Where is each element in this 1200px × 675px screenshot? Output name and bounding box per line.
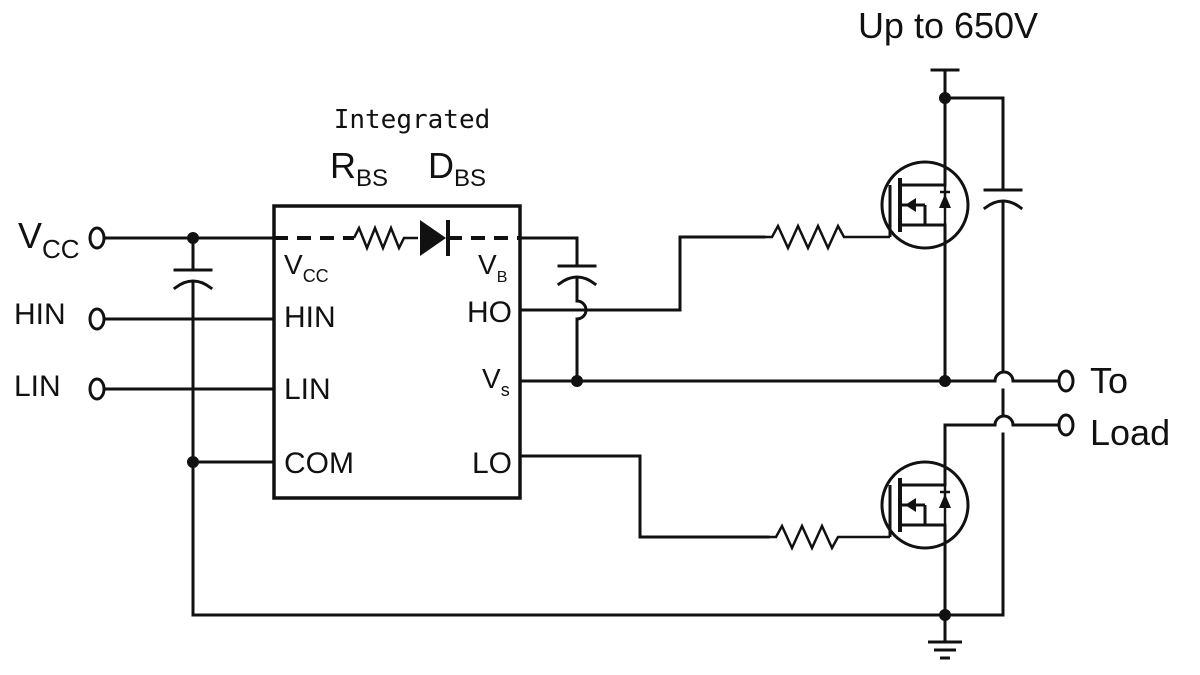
svg-text:DBS: DBS — [428, 145, 486, 192]
svg-text:RBS: RBS — [330, 145, 388, 192]
rbs-resistor — [352, 224, 418, 252]
ic-pin-com-label: COM — [284, 447, 354, 480]
ic-pin-ho-label: HO — [467, 296, 512, 329]
low-side-gate-resistor — [768, 522, 890, 552]
ground-junction — [939, 609, 951, 621]
svg-text:Vs: Vs — [482, 363, 510, 400]
voltage-rating-label: Up to 650V — [858, 5, 1038, 46]
to-terminal — [1057, 369, 1075, 393]
to-load-wire-b — [943, 423, 997, 457]
to-label: To — [1090, 360, 1128, 401]
svg-text:VB: VB — [478, 249, 507, 286]
hin-input-label: HIN — [14, 298, 66, 331]
driver-ic-box — [272, 204, 522, 500]
ho-gate-wire — [518, 235, 766, 312]
svg-text:VCC: VCC — [284, 249, 329, 286]
load-terminal — [1057, 413, 1075, 437]
vs-junction-cap — [571, 375, 583, 387]
lin-input-terminal — [88, 377, 106, 401]
ic-pin-vb-label: VB — [478, 249, 507, 286]
low-side-mosfet — [880, 453, 970, 552]
lin-input-label: LIN — [14, 370, 61, 403]
high-side-mosfet — [880, 153, 970, 252]
hin-input-terminal — [88, 307, 106, 331]
com-junction — [187, 456, 199, 468]
integrated-label: Integrated — [334, 105, 491, 135]
bus-cap-top-wire — [943, 96, 1005, 190]
lo-gate-wire — [518, 454, 770, 539]
vcc-input-terminal — [88, 226, 106, 250]
vcc-input-label: VCC — [18, 215, 80, 264]
rbs-label: RBS — [330, 145, 388, 192]
ic-pin-vcc-label: VCC — [284, 249, 329, 286]
load-label: Load — [1090, 412, 1170, 453]
ic-pin-lin-label: LIN — [284, 373, 331, 406]
high-side-gate-resistor — [764, 222, 890, 252]
ic-pin-vs-label: Vs — [482, 363, 510, 400]
ic-pin-lo-label: LO — [472, 447, 512, 480]
ic-pin-hin-label: HIN — [284, 301, 336, 334]
ground-icon — [928, 640, 962, 660]
svg-text:VCC: VCC — [18, 215, 80, 264]
dbs-label: DBS — [428, 145, 486, 192]
dbs-diode — [420, 220, 450, 256]
